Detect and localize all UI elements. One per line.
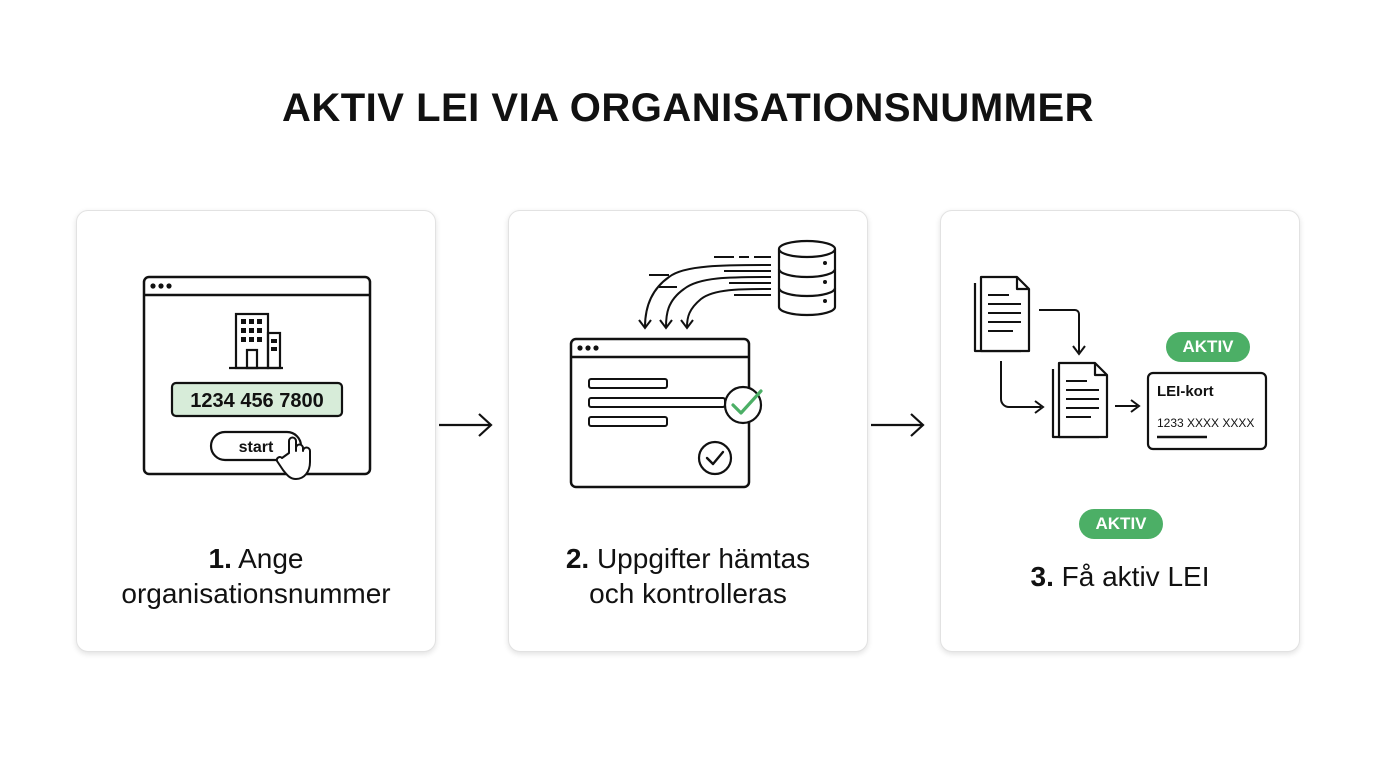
lei-card-title: LEI-kort: [1157, 383, 1214, 400]
status-badge-bottom: AKTIV: [1079, 509, 1163, 539]
page-title: AKTIV LEI VIA ORGANISATIONSNUMMER: [281, 86, 1095, 130]
arrow-right-icon: [871, 413, 925, 437]
step-caption-3: 3. Få aktiv LEI: [941, 559, 1299, 594]
step-caption-1: 1. Ange organisationsnummer: [77, 541, 435, 611]
check-circle-icon: [697, 440, 733, 476]
lei-result-illustration: LEI-kort 1233 XXXX XXXX: [973, 275, 1268, 451]
step-card-3: LEI-kort 1233 XXXX XXXX AKTIV AKTIV 3. F…: [940, 210, 1300, 652]
step-text-3a: Få aktiv LEI: [1061, 561, 1210, 592]
step-number-2: 2.: [565, 543, 590, 574]
check-icon: [723, 385, 763, 425]
step-text-2a: Uppgifter hämtas: [596, 543, 811, 574]
org-number-value: 1234 456 7800: [190, 390, 323, 412]
database-icon: [777, 239, 837, 317]
data-fetch-illustration: [569, 239, 837, 489]
building-icon: [229, 312, 283, 370]
step-text-1a: Ange: [238, 543, 304, 574]
step-card-2: 2. Uppgifter hämtas och kontrolleras: [508, 210, 868, 652]
start-button-label: start: [239, 439, 274, 456]
step-text-1b: organisationsnummer: [121, 578, 391, 609]
lei-card: [1146, 371, 1268, 451]
step-card-1: 1234 456 7800 start 1. Ange organisation…: [76, 210, 436, 652]
org-number-field[interactable]: [170, 381, 344, 418]
lei-card-number: 1233 XXXX XXXX: [1157, 416, 1254, 430]
step-number-3: 3.: [1030, 561, 1054, 592]
step-number-1: 1.: [208, 543, 232, 574]
step-caption-2: 2. Uppgifter hämtas och kontrolleras: [509, 541, 867, 611]
document-icon: [973, 275, 1031, 353]
document-icon: [1051, 361, 1109, 439]
status-badge-top: AKTIV: [1166, 332, 1250, 362]
arrow-right-icon: [439, 413, 493, 437]
step-text-2b: och kontrolleras: [589, 578, 787, 609]
browser-window-illustration: 1234 456 7800 start: [142, 275, 372, 480]
pointer-hand-icon: [275, 436, 311, 480]
